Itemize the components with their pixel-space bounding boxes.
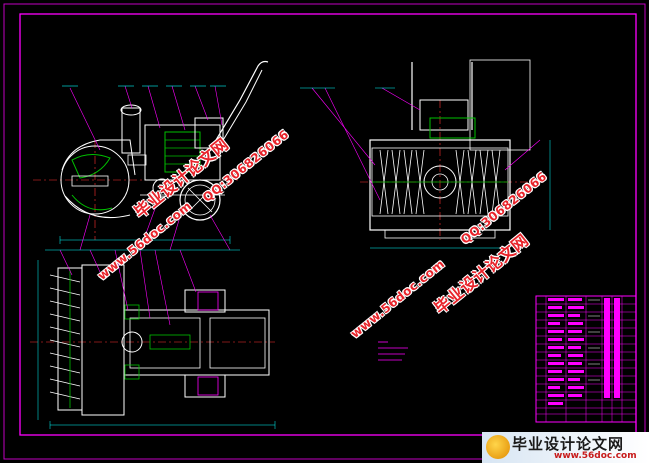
title-block (535, 295, 637, 423)
logo-title: 毕业设计论文网 (512, 435, 625, 453)
inner-frame (19, 13, 637, 436)
side-view (33, 60, 269, 251)
front-view (300, 59, 551, 249)
logo-url: www.56doc.com (554, 451, 637, 461)
plan-view (30, 249, 276, 429)
technical-notes (378, 341, 408, 361)
site-logo: 毕业设计论文网 www.56doc.com (482, 432, 649, 463)
outer-frame (3, 3, 646, 460)
logo-emblem-icon (486, 435, 510, 459)
